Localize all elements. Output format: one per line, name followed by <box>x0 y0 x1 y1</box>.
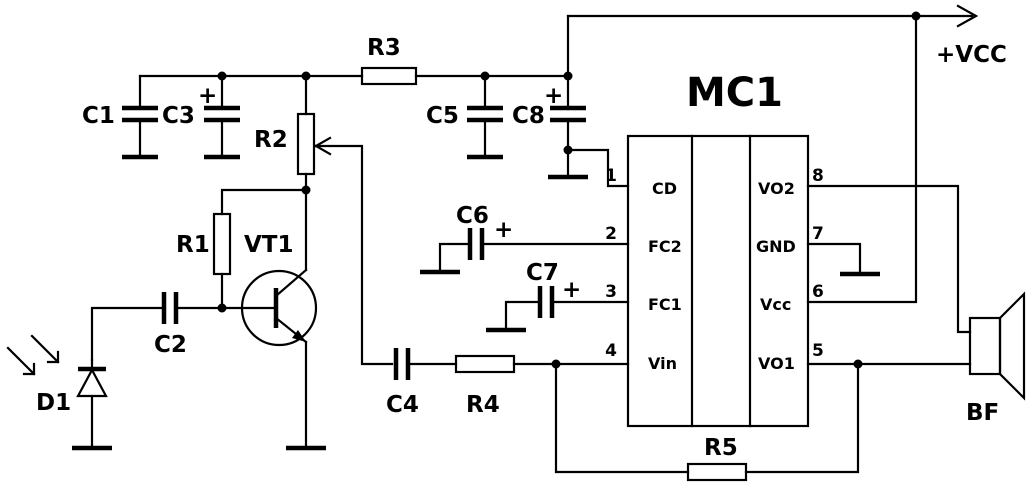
pin-5-label: VO1 <box>758 354 795 373</box>
c2-label: C2 <box>154 332 187 358</box>
pin-7-number: 7 <box>812 224 824 244</box>
r1-label: R1 <box>176 232 210 258</box>
r5-label: R5 <box>704 435 738 461</box>
c6-plus: + <box>494 217 513 243</box>
pin-3-number: 3 <box>605 282 617 302</box>
pin-3-label: FC1 <box>648 295 682 314</box>
c3-label: C3 <box>162 103 195 129</box>
bf-speaker <box>968 291 1026 401</box>
c8-label: C8 <box>512 103 545 129</box>
r3-label: R3 <box>367 35 401 61</box>
r1-resistor <box>212 188 308 310</box>
junction-dots <box>217 11 921 369</box>
c4-capacitor <box>393 348 458 380</box>
vt1-label: VT1 <box>244 232 294 258</box>
r4-resistor <box>454 354 630 374</box>
c5-capacitor <box>467 74 503 160</box>
pin-1-label: CD <box>652 179 677 198</box>
pin-7-label: GND <box>756 237 796 256</box>
pin-6-number: 6 <box>812 282 824 302</box>
mc1-label: MC1 <box>686 70 783 116</box>
c4-label: C4 <box>386 392 419 418</box>
c7-plus: + <box>562 277 581 303</box>
c3-capacitor <box>204 74 240 160</box>
r2-potentiometer <box>296 74 394 366</box>
r5-resistor <box>554 362 860 482</box>
pin-1-number: 1 <box>605 166 617 186</box>
vt1-transistor <box>220 188 326 451</box>
c6-capacitor <box>420 228 630 275</box>
pin-2-label: FC2 <box>648 237 682 256</box>
pin-8-number: 8 <box>812 166 824 186</box>
c6-label: C6 <box>456 203 489 229</box>
c7-capacitor <box>486 286 630 333</box>
bf-label: BF <box>966 400 999 426</box>
pin-4-number: 4 <box>605 341 617 361</box>
pin-4-label: Vin <box>648 354 677 373</box>
c8-plus: + <box>544 83 563 109</box>
c5-label: C5 <box>426 103 459 129</box>
vcc-label: +VCC <box>936 42 1007 68</box>
top-rail-wires <box>138 4 979 78</box>
right-side-wires <box>806 14 972 366</box>
c2-capacitor <box>90 292 224 362</box>
c1-label: C1 <box>82 103 115 129</box>
pin-2-number: 2 <box>605 224 617 244</box>
c1-capacitor <box>122 74 158 160</box>
pin-5-number: 5 <box>812 341 824 361</box>
d1-photodiode <box>6 334 112 451</box>
c7-label: C7 <box>526 260 559 286</box>
pin-8-label: VO2 <box>758 179 795 198</box>
c3-plus: + <box>198 83 217 109</box>
r3-resistor <box>360 66 418 86</box>
d1-label: D1 <box>36 390 71 416</box>
r4-label: R4 <box>466 392 500 418</box>
r2-label: R2 <box>254 127 288 153</box>
pin-6-label: Vcc <box>760 295 791 314</box>
mc1-chip <box>626 134 810 428</box>
